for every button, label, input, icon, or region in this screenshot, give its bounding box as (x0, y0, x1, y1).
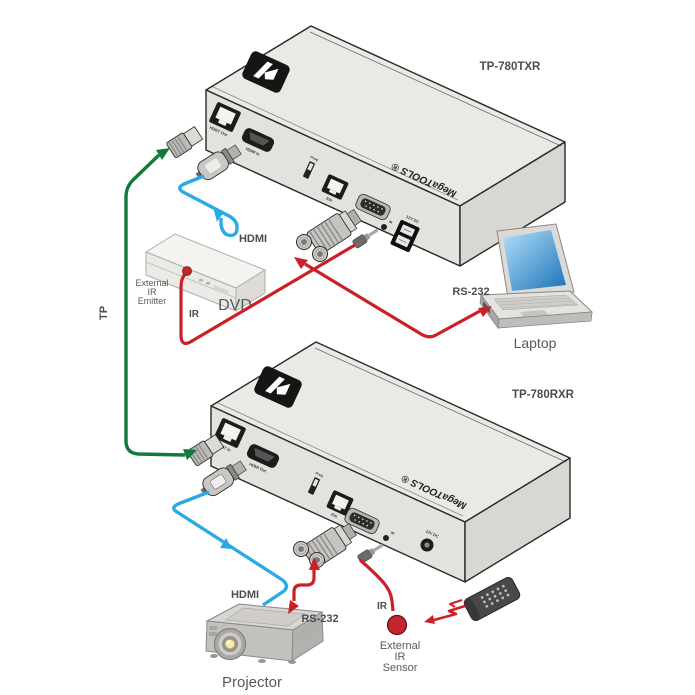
tx-model-label: TP-780TXR (480, 61, 541, 73)
ir-beam-zigzag (424, 599, 466, 624)
tx-prog-label: Prog (310, 155, 319, 162)
rx-ir-cable-label: IR (377, 601, 388, 612)
rs232-arrow-tx (294, 257, 308, 269)
rx-hdmi-plug (200, 460, 247, 497)
sensor-line3: Sensor (383, 662, 418, 674)
rx-prog-label: Prog (315, 471, 324, 478)
cable-rs232-projector: RS-232 (288, 557, 339, 625)
rs232-arrow-rx (309, 557, 320, 570)
rx-power-port: 12V DC (420, 528, 440, 552)
tx-rs232-cable-label: RS-232 (452, 286, 489, 298)
rx-rs232-plug (293, 523, 357, 569)
laptop-screen (503, 230, 566, 291)
tx-lid-seam (309, 31, 562, 147)
device-receiver: MegaTOOLS ® TP-780RXR HDBT In HDMI Out P… (210, 341, 575, 583)
tx-power-label: 12V DC (405, 214, 420, 224)
rx-tp-plug (187, 433, 225, 467)
rx-ir-jack-label-g: IR (390, 531, 395, 536)
tx-front-seam (210, 85, 459, 201)
tx-tp-plug (166, 125, 204, 159)
tp-arrow-tx (156, 148, 170, 160)
projector-lens (214, 628, 246, 660)
tx-side-face (459, 141, 566, 267)
dvd-label: DVD (218, 297, 252, 314)
ir-sensor-dot (386, 614, 408, 636)
tx-ir-jack-label-g: IR (388, 220, 393, 225)
hdmi-arrow-projector (220, 538, 232, 549)
laptop: Laptop (479, 223, 594, 351)
cable-hdmi-projector: HDMI (172, 490, 289, 607)
tx-hdmi-cable-label: HDMI (239, 233, 267, 245)
rx-rs232-port (344, 507, 380, 535)
external-ir-sensor-label: External IR Sensor (380, 640, 420, 674)
dvd-button (199, 279, 203, 282)
hdmi-arrow-dvd (213, 207, 224, 222)
remote-control (463, 576, 521, 622)
projector-top-panel (225, 607, 306, 627)
tx-prog-switch: Prog (303, 155, 319, 179)
rx-front-seam (215, 401, 464, 517)
tx-power-port: 12V DC (390, 214, 420, 252)
dvd-display (214, 285, 228, 295)
rx-ir-jack-label: IR (390, 531, 395, 536)
projector-grille (209, 632, 217, 636)
emitter-line3: Emitter (138, 296, 167, 306)
laptop-label: Laptop (514, 335, 557, 351)
tx-rs232-port (355, 193, 391, 221)
tp-cable-label: TP (98, 306, 110, 320)
cable-hdmi-dvd: HDMI (178, 174, 267, 245)
dvd-player: DVD (144, 233, 267, 314)
rx-power-label: 12V DC (425, 528, 440, 538)
tx-hdmi-port-label: HDMI In (245, 146, 261, 157)
rx-eth-port-label: Eth (330, 512, 338, 519)
tx-ir-plug (352, 228, 379, 249)
cable-ir-emitter: IR (179, 243, 356, 346)
tx-eth-port: Eth (321, 174, 349, 203)
tx-ir-jack (381, 224, 387, 230)
laptop-touchpad (520, 310, 549, 317)
cable-ir-sensor: IR (358, 558, 408, 636)
rs232-arrow-projector (288, 600, 299, 614)
tx-hdmi-port: HDMI In (241, 128, 275, 157)
tx-ir-jack-label: IR (388, 220, 393, 225)
projector-label: Projector (222, 674, 282, 691)
rx-rs232-cable-label: RS-232 (301, 613, 338, 625)
ir-beam-arrow (424, 615, 435, 624)
tx-rs232-plug (296, 209, 362, 262)
rx-prog-switch: Prog (308, 471, 324, 495)
rx-ir-jack (383, 535, 389, 541)
tp-arrow-rx (183, 449, 197, 460)
tx-eth-port-label: Eth (325, 196, 333, 203)
projector-side-vents (297, 620, 320, 645)
emitter-line2: IR (148, 287, 158, 297)
projector: Projector (205, 603, 324, 691)
rx-side-face (464, 457, 571, 583)
sensor-line1: External (380, 640, 420, 652)
emitter-line1: External (135, 278, 168, 288)
rs232-arrow-laptop (478, 306, 492, 317)
ir-emitter-dot (182, 266, 192, 276)
cable-tp: TP (98, 148, 197, 460)
rx-lid-seam (314, 347, 567, 463)
rx-model-label: TP-780RXR (512, 389, 575, 401)
cable-rs232-laptop: RS-232 (294, 257, 492, 339)
external-ir-emitter-label: External IR Emitter (135, 278, 168, 306)
kramer-logo-icon (242, 51, 290, 93)
tx-ir-cable-label: IR (189, 309, 200, 320)
sensor-line2: IR (395, 651, 406, 663)
device-transmitter: MegaTOOLS ® TP-780TXR HDBT Out HDMI In P… (205, 25, 566, 267)
projector-grille (209, 626, 217, 630)
rx-eth-port: Eth (326, 490, 354, 519)
rx-hdmi-cable-label: HDMI (231, 589, 259, 601)
dvd-button (206, 282, 210, 285)
kramer-logo-icon (254, 366, 302, 408)
